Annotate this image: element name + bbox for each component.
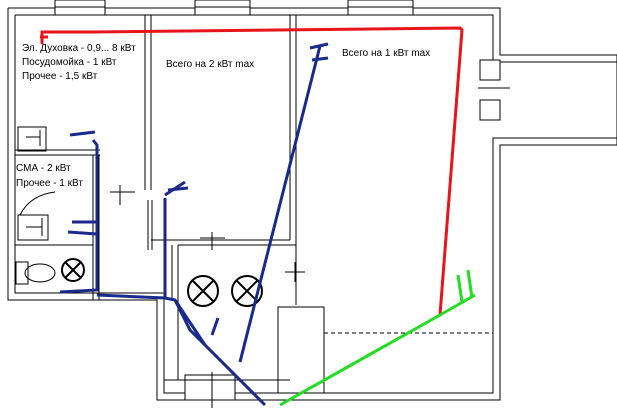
ceiling-lamp-icon (61, 258, 85, 282)
ceiling-lamp-icon (231, 275, 263, 307)
outer-walls (7, 7, 617, 401)
green-wiring-line (279, 269, 476, 407)
windows (54, 0, 510, 401)
door-marks (19, 185, 305, 408)
bath-other-label: Прочее - 1 кВт (16, 178, 83, 189)
ceiling-lamp-icon (187, 275, 219, 307)
toilet-icon (15, 261, 56, 285)
room1-total-label: Всего на 2 кВт max (166, 59, 255, 70)
interior-walls (15, 15, 297, 381)
kitchen-other-label: Прочее - 1,5 кВт (22, 71, 98, 82)
kitchen-oven-label: Эл. Духовка - 0,9... 8 кВт (22, 43, 136, 54)
kitchen-dishwasher-label: Посудомойка - 1 кВт (22, 57, 117, 68)
kitchen-appliances (17, 126, 49, 241)
blue-wiring-line (59, 42, 329, 407)
room2-total-label: Всего на 1 кВт max (342, 48, 431, 59)
bath-washer-label: СМА - 2 кВт (16, 163, 71, 174)
red-wiring-line (40, 26, 464, 316)
